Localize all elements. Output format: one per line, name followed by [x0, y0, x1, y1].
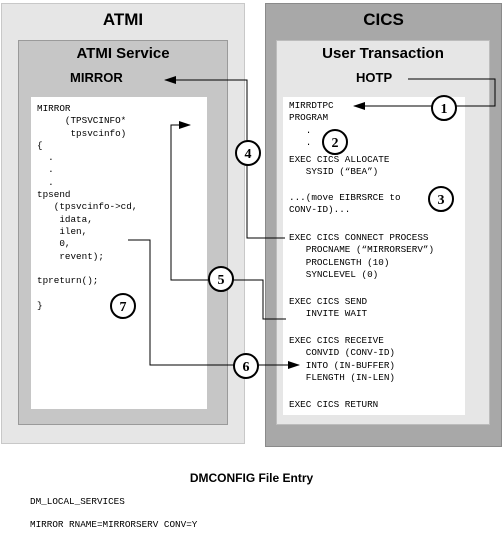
cics-code-box — [283, 97, 465, 415]
step-6-label: 6 — [243, 360, 250, 375]
step-1-marker — [431, 95, 457, 121]
atmi-service-title: ATMI Service — [76, 45, 170, 62]
cics-code-allocate: EXEC CICS ALLOCATE SYSID (“BEA”) — [289, 154, 390, 178]
atmi-code-box — [31, 97, 207, 409]
step-1-label: 1 — [441, 102, 448, 117]
step-3-label: 3 — [438, 193, 445, 208]
step-7-label: 7 — [120, 300, 127, 315]
step-4-marker — [235, 140, 261, 166]
step-2-label: 2 — [332, 136, 339, 151]
user-transaction-title: User Transaction — [322, 45, 444, 62]
cics-code-receive: EXEC CICS RECEIVE CONVID (CONV-ID) INTO … — [289, 335, 396, 383]
cics-code-return: EXEC CICS RETURN — [289, 399, 379, 410]
step-5-marker — [208, 266, 234, 292]
mirror-service-name: MIRROR — [70, 70, 123, 85]
hotp-transaction-name: HOTP — [356, 70, 393, 85]
atmi-service-code: MIRROR (TPSVCINFO* tpsvcinfo) { . . . tp… — [37, 103, 138, 311]
cics-code-program: MIRRDTPC PROGRAM . . — [289, 100, 334, 148]
dmconfig-line-1: DM_LOCAL_SERVICES — [30, 496, 125, 507]
step-4-label: 4 — [245, 147, 252, 162]
dmconfig-caption: DMCONFIG File Entry — [189, 471, 314, 485]
atmi-title: ATMI — [102, 10, 144, 29]
cics-code-send: EXEC CICS SEND INVITE WAIT — [289, 296, 368, 320]
step-7-marker — [110, 293, 136, 319]
step-2-marker — [322, 129, 348, 155]
step-5-label: 5 — [218, 273, 225, 288]
cics-code-connect-process: EXEC CICS CONNECT PROCESS PROCNAME (“MIR… — [289, 232, 435, 280]
cics-code-move: ...(move EIBRSRCE to CONV-ID)... — [289, 192, 401, 216]
step-3-marker — [428, 186, 454, 212]
step-6-marker — [233, 353, 259, 379]
cics-title: CICS — [363, 10, 404, 29]
dmconfig-line-2: MIRROR RNAME=MIRRORSERV CONV=Y — [30, 519, 198, 530]
